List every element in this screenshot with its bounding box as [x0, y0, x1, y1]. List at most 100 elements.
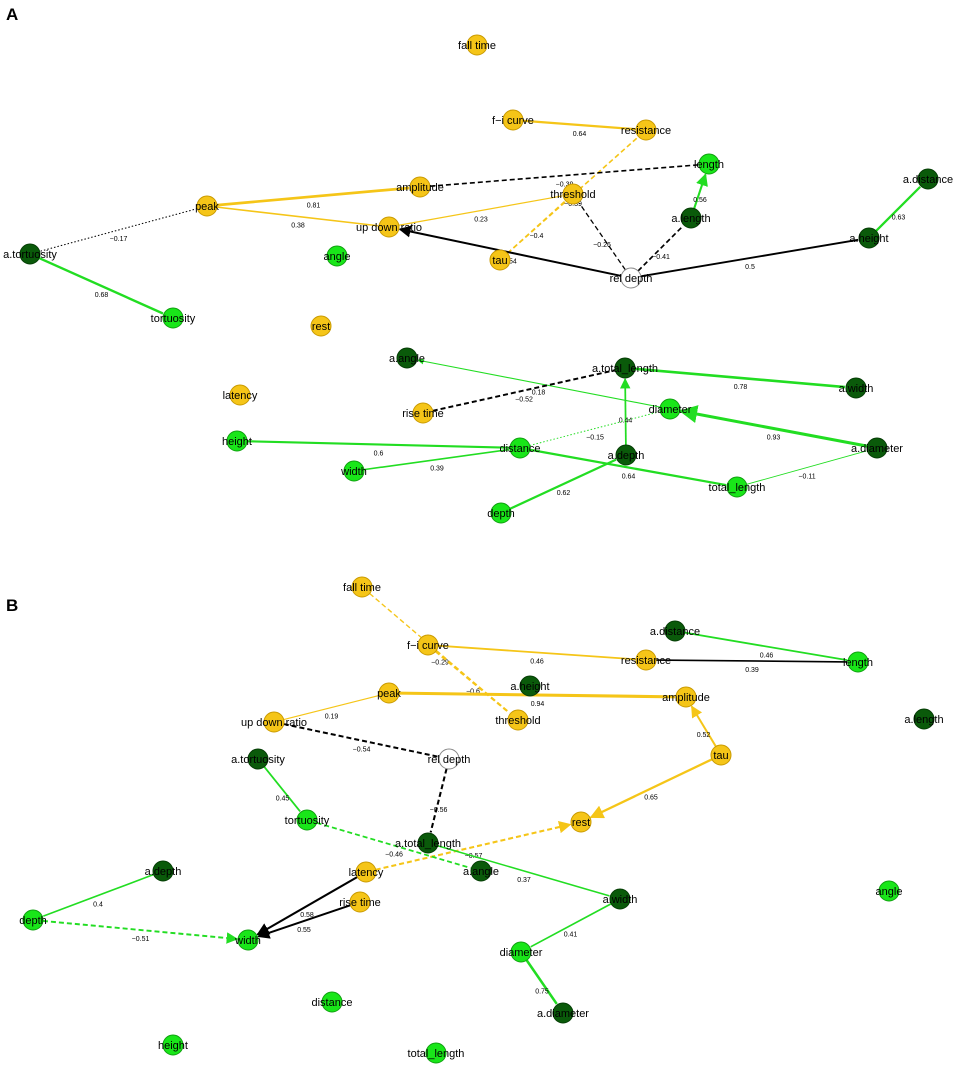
- panel-a-node-a-distance: [917, 168, 939, 190]
- panel-b-node-label: tau: [713, 750, 728, 762]
- panel-b-edge-up_down_ratio-peak: [283, 695, 379, 721]
- panel-a-node-a-total-length: [614, 357, 636, 379]
- panel-b-edge-weight-label: 0.65: [644, 795, 658, 802]
- panel-b-node-a-distance: [664, 620, 686, 642]
- panel-a-edge-weight-label: −0.39: [556, 182, 574, 189]
- panel-b-node-width: [237, 929, 259, 951]
- panel-a-edge-rise_time-a_total_length: [432, 369, 615, 412]
- panel-b-node-a-depth: [152, 860, 174, 882]
- panel-b-node-label: a.diameter: [537, 1008, 589, 1020]
- panel-a-edge-weight-label: 0.23: [474, 217, 488, 224]
- panel-b-node-label: up down ratio: [241, 717, 307, 729]
- panel-b-node-label: rel depth: [428, 754, 471, 766]
- panel-b-edge-weight-label: 0.41: [564, 932, 578, 939]
- panel-a-edge-weight-label: −0.11: [798, 474, 815, 481]
- panel-b-edge-a_depth-depth: [43, 873, 154, 917]
- panel-b-node-rise-time: [349, 891, 371, 913]
- panel-a-edge-a_total_length-a_width: [634, 367, 846, 389]
- panel-a-edge-amplitude-length: [429, 164, 699, 188]
- panel-a-edge-weight-label: 0.18: [532, 390, 546, 397]
- panel-b-node-up-down-ratio: [263, 711, 285, 733]
- panel-a-edge-weight-label: 0.56: [693, 197, 707, 204]
- panel-b-node-label: a.total_length: [395, 838, 461, 850]
- panel-b-edge-weight-label: 0.39: [745, 667, 759, 674]
- panel-b-edge-weight-label: 0.94: [531, 701, 545, 708]
- panel-a-edge-weight-label: 0.68: [95, 292, 109, 299]
- panel-b-node-fall-time: [351, 576, 373, 598]
- panel-a-node-height: [226, 430, 248, 452]
- panel-b-node-angle: [878, 880, 900, 902]
- panel-b-node-label: width: [234, 935, 261, 947]
- panel-b-edge-fi_curve-threshold: [434, 650, 511, 714]
- panel-b-node-diameter: [510, 941, 532, 963]
- panel-b-node-length: [847, 651, 869, 673]
- panel-a-node-a-depth: [615, 444, 637, 466]
- panel-a-node-latency: [229, 384, 251, 406]
- panel-b-node-latency: [355, 861, 377, 883]
- panel-b-node-a-width: [609, 888, 631, 910]
- panel-b-node-label: depth: [19, 915, 47, 927]
- panel-b-node-label: rise time: [339, 897, 381, 909]
- panel-a-edge-rel_depth-a_height: [640, 238, 859, 278]
- panel-a-node-label: resistance: [621, 125, 671, 137]
- panel-a-edge-weight-label: 0.64: [573, 131, 587, 138]
- panel-a-edge-rel_depth-up_down_ratio: [398, 225, 622, 277]
- panel-b-edge-weight-label: −0.46: [385, 852, 403, 859]
- panel-b-node-label: latency: [349, 867, 384, 879]
- panel-b-edge-weight-label: −0.6: [466, 689, 480, 696]
- panel-a-edge-weight-label: 0.5: [745, 264, 755, 271]
- panel-a-node-label: tau: [492, 255, 507, 267]
- panel-a-node-label: distance: [500, 443, 541, 455]
- panel-a-edge-up_down_ratio-threshold: [398, 195, 563, 226]
- panel-a-node-label: length: [694, 159, 724, 171]
- panel-b-node-threshold: [507, 709, 529, 731]
- panel-a-node-total-length: [726, 476, 748, 498]
- panel-b-node-label: angle: [876, 886, 903, 898]
- panel-a-edge-tau-resistance: [506, 136, 639, 254]
- panel-a-edge-peak-a_tortuosity: [40, 208, 198, 252]
- panel-a-edge-weight-label: −0.17: [110, 236, 128, 243]
- panel-b-edge-a_distance-length: [684, 631, 848, 662]
- panel-b-node-label: diameter: [500, 947, 543, 959]
- panel-a-edge-weight-label: 0.6: [374, 451, 384, 458]
- panel-b-node-a-total-length: [417, 832, 439, 854]
- panel-b-edge-weight-label: −0.54: [353, 747, 371, 754]
- panel-a-node-resistance: [635, 119, 657, 141]
- panel-a-edge-weight-label: −0.4: [530, 233, 544, 240]
- panel-b-edge-weight-label: 0.55: [297, 927, 311, 934]
- panel-b-node-label: f−i curve: [407, 640, 449, 652]
- panel-a-edge-weight-label: 0.81: [307, 203, 321, 210]
- panel-b-edge-tau-amplitude: [690, 705, 717, 747]
- panel-b-edge-weight-label: 0.37: [517, 877, 531, 884]
- panel-a-node-a-angle: [396, 347, 418, 369]
- panel-a-node-label: amplitude: [396, 182, 444, 194]
- panel-b-node-depth: [22, 909, 44, 931]
- panel-b-edge-weight-label: 0.52: [697, 732, 711, 739]
- panel-a-node-tortuosity: [162, 307, 184, 329]
- panel-a-node-label: threshold: [550, 189, 595, 201]
- panel-b-node-fi-curve: [417, 634, 439, 656]
- panel-a-node-label: depth: [487, 508, 515, 520]
- panel-a-node-label: a.tortuosity: [3, 249, 57, 261]
- panel-a-edge-weight-label: 0.64: [622, 474, 636, 481]
- panel-a-node-label: a.length: [671, 213, 710, 225]
- panel-a-edge-peak-amplitude: [216, 186, 410, 207]
- panel-b-node-label: fall time: [343, 582, 381, 594]
- panel-a-node-label: a.width: [839, 383, 874, 395]
- panel-b-node-peak: [378, 682, 400, 704]
- panel-a-edge-weight-label: 0.39: [430, 466, 444, 473]
- panel-b-edge-weight-label: −0.56: [430, 807, 448, 814]
- panel-b-node-total-length: [425, 1042, 447, 1064]
- panel-a-node-a-width: [845, 377, 867, 399]
- panel-a-edge-weight-label: 0.63: [892, 215, 906, 222]
- panel-b-node-label: height: [158, 1040, 188, 1052]
- panel-a-node-label: a.angle: [389, 353, 425, 365]
- panel-a-node-label: tortuosity: [151, 313, 196, 325]
- panel-b-edge-a_tortuosity-tortuosity: [263, 766, 301, 812]
- panel-a-node-label: rest: [312, 321, 330, 333]
- panel-b-node-label: threshold: [495, 715, 540, 727]
- panel-b-node-distance: [321, 991, 343, 1013]
- panel-b-node-tortuosity: [296, 809, 318, 831]
- panel-b-edge-latency-rest: [375, 820, 572, 871]
